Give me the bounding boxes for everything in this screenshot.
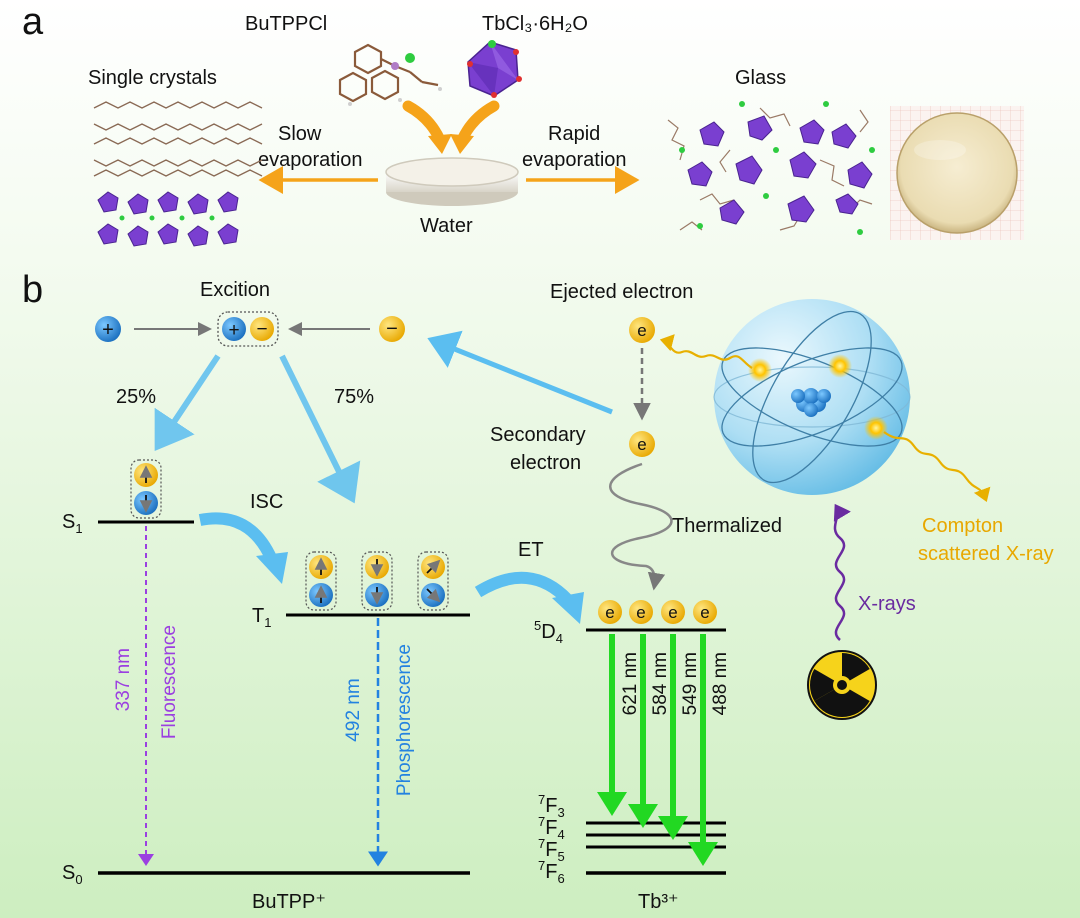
s1-label: S1 xyxy=(62,511,83,536)
phosphorescence-label: Phosphorescence xyxy=(394,644,415,796)
compton-xray-wave xyxy=(883,431,991,503)
secondary-electron: e xyxy=(629,431,655,457)
ejected-electron-symbol: e xyxy=(637,321,646,340)
rapid-label: Rapid xyxy=(548,123,600,145)
compton-label-1: Compton xyxy=(922,515,1003,537)
rapid-evaporation-label: evaporation xyxy=(522,149,627,171)
t1-label: T1 xyxy=(252,605,271,630)
compton-label-2: scattered X-ray xyxy=(918,543,1054,565)
radiation-hazard-icon xyxy=(807,650,877,720)
secondary-electron-to-free-electron-arrow xyxy=(427,330,613,415)
tb-electron-4-symbol: e xyxy=(700,603,709,622)
t1-spin-pair-1 xyxy=(305,551,337,611)
tb-7f3-label: 7F3 xyxy=(538,792,565,820)
xrays-label: X-rays xyxy=(858,593,916,615)
tb-emission-584-label: 584 nm xyxy=(650,652,671,715)
free-hole: + xyxy=(95,316,121,342)
nucleus-icon xyxy=(791,388,831,417)
glass-disc-photo xyxy=(890,106,1024,240)
tbcl3-polyhedron-icon xyxy=(467,40,522,98)
panel-b: b Excition + + − − 25% 75% S1 xyxy=(22,269,1054,913)
t1-spin-pair-2 xyxy=(361,551,393,611)
fluorescence-label: Fluorescence xyxy=(159,625,180,739)
exciton-hole-symbol: + xyxy=(228,320,239,341)
exciton-to-s1-arrow xyxy=(154,354,221,451)
host-label: BuTPP⁺ xyxy=(252,891,326,913)
xray-wave xyxy=(833,503,851,641)
panel-a: a BuTPPCl TbCl₃·6H₂O Single crystals Gla… xyxy=(22,1,1024,247)
s0-label: S0 xyxy=(62,862,83,887)
exciton-label: Excition xyxy=(200,279,270,301)
s1-spin-pair xyxy=(130,459,162,519)
butppcl-molecule-icon xyxy=(338,43,442,106)
isc-arrow xyxy=(198,512,278,563)
fluorescence-wavelength: 337 nm xyxy=(113,648,134,711)
tb-electron-3-symbol: e xyxy=(668,603,677,622)
triplet-percentage: 75% xyxy=(334,386,374,408)
reagent-tbcl3-label: TbCl₃·6H₂O xyxy=(482,13,588,35)
singlet-percentage: 25% xyxy=(116,386,156,408)
atom-sphere-icon xyxy=(713,299,911,495)
tb-ion-label: Tb³⁺ xyxy=(638,891,679,913)
hole-symbol: + xyxy=(102,319,114,341)
thermalization-path xyxy=(609,462,673,591)
tb-emission-488-label: 488 nm xyxy=(710,652,731,715)
et-arrowhead xyxy=(552,592,584,624)
ejected-electron: e xyxy=(629,317,655,343)
tb-5d4-electrons: e e e e xyxy=(598,600,717,624)
reagent1-arrowhead xyxy=(428,134,452,154)
exciton-to-t1-arrow xyxy=(279,354,361,504)
free-electron: − xyxy=(379,316,405,342)
isc-label: ISC xyxy=(250,491,283,513)
slow-evaporation-label: evaporation xyxy=(258,149,363,171)
reagent-butppcl-label: BuTPPCl xyxy=(245,13,327,35)
tb-electron-1-symbol: e xyxy=(605,603,614,622)
glass-amorphous-structure-image xyxy=(667,101,875,235)
ejected-electron-label: Ejected electron xyxy=(550,281,693,303)
reagent2-arrowhead xyxy=(450,134,474,154)
secondary-electron-symbol: e xyxy=(637,435,646,454)
tb-7f5-label: 7F5 xyxy=(538,836,565,864)
water-label: Water xyxy=(420,215,473,237)
tb-emission-621-label: 621 nm xyxy=(620,652,641,715)
slow-label: Slow xyxy=(278,123,322,145)
free-electron-symbol: − xyxy=(386,318,398,340)
thermalized-label: Thermalized xyxy=(672,515,782,537)
secondary-electron-label-2: electron xyxy=(510,452,581,474)
et-label: ET xyxy=(518,539,544,561)
tb-5d4-label: 5D4 xyxy=(534,618,563,646)
panel-a-letter: a xyxy=(22,1,44,43)
secondary-electron-label-1: Secondary xyxy=(490,424,586,446)
photoelectron-wave xyxy=(659,334,753,369)
single-crystal-structure-image xyxy=(93,101,263,247)
et-arrow xyxy=(474,571,573,605)
single-crystals-title: Single crystals xyxy=(88,67,217,89)
tb-electron-2-symbol: e xyxy=(636,603,645,622)
phosphorescence-wavelength: 492 nm xyxy=(343,678,364,741)
tb-7f4-label: 7F4 xyxy=(538,814,565,842)
water-dish-icon xyxy=(385,157,519,206)
tb-emission-549-label: 549 nm xyxy=(680,652,701,715)
t1-spin-pair-3 xyxy=(417,551,449,611)
glass-title: Glass xyxy=(735,67,786,89)
exciton-electron-symbol: − xyxy=(256,319,267,340)
tb-7f6-label: 7F6 xyxy=(538,858,565,886)
panel-b-letter: b xyxy=(22,269,43,311)
isc-arrowhead xyxy=(256,552,288,584)
exciton-pair: + − xyxy=(217,311,279,347)
